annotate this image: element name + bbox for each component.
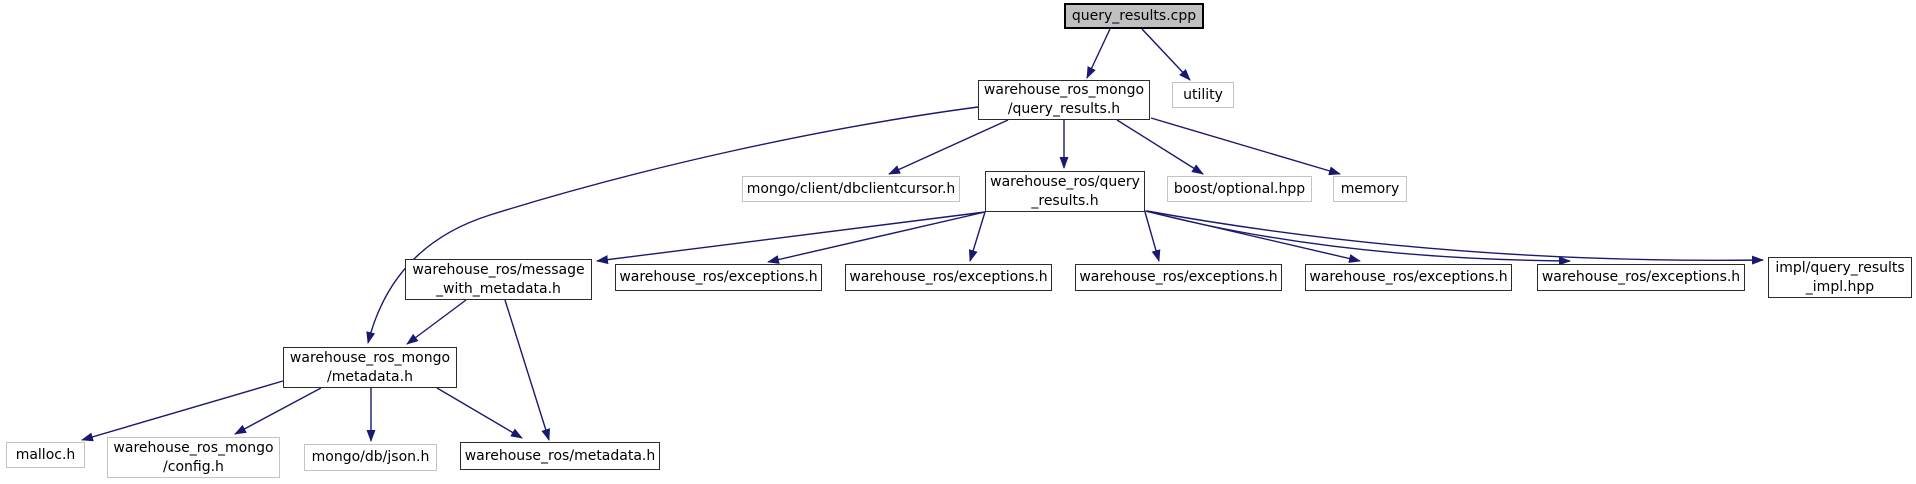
edge-wr-query-results-h-to-wr-exceptions-h-3	[1144, 211, 1161, 262]
node-wr-exceptions-h-3[interactable]: warehouse_ros/exceptions.h	[1075, 264, 1282, 291]
node-boost-optional-hpp: boost/optional.hpp	[1167, 176, 1312, 202]
node-wr-metadata-h[interactable]: warehouse_ros/metadata.h	[460, 442, 660, 470]
edge-wr-message-with-metadata-h-to-wrm-metadata-h	[406, 299, 467, 345]
edge-wrm-metadata-h-to-wrm-config-h	[234, 387, 322, 435]
edge-wrm-query-results-h-to-memory	[1150, 117, 1341, 176]
edge-wrm-metadata-h-to-wr-metadata-h	[436, 387, 523, 439]
edge-query-results-cpp-to-utility	[1141, 28, 1191, 81]
node-wrm-query-results-h[interactable]: warehouse_ros_mongo /query_results.h	[978, 80, 1150, 120]
edge-wr-query-results-h-to-wr-exceptions-h-2	[968, 211, 986, 262]
node-wr-exceptions-h-5[interactable]: warehouse_ros/exceptions.h	[1537, 264, 1745, 291]
edge-wrm-query-results-h-to-wrm-metadata-h	[366, 106, 979, 344]
node-query-results-cpp: query_results.cpp	[1064, 3, 1204, 29]
edge-wr-query-results-h-to-wr-message-with-metadata-h	[596, 211, 986, 265]
node-memory: memory	[1333, 176, 1407, 202]
edge-wr-query-results-h-to-wr-exceptions-h-5	[1145, 210, 1571, 266]
node-utility: utility	[1172, 82, 1234, 108]
edge-wr-query-results-h-to-impl-query-results-impl-hpp	[1146, 210, 1764, 265]
edge-wrm-query-results-h-to-boost-optional-hpp	[1116, 119, 1204, 175]
node-wr-exceptions-h-1[interactable]: warehouse_ros/exceptions.h	[615, 264, 822, 291]
node-wr-message-with-metadata-h[interactable]: warehouse_ros/message _with_metadata.h	[405, 259, 592, 300]
node-wrm-config-h: warehouse_ros_mongo /config.h	[107, 437, 280, 478]
edge-query-results-cpp-to-wrm-query-results-h	[1086, 28, 1111, 79]
edge-wr-message-with-metadata-h-to-wr-metadata-h	[504, 299, 550, 441]
node-wr-exceptions-h-4[interactable]: warehouse_ros/exceptions.h	[1305, 264, 1512, 291]
node-mongo-db-json-h: mongo/db/json.h	[304, 444, 437, 471]
node-impl-query-results-impl-hpp[interactable]: impl/query_results _impl.hpp	[1768, 257, 1912, 298]
node-wr-exceptions-h-2[interactable]: warehouse_ros/exceptions.h	[845, 264, 1052, 291]
edge-wrm-metadata-h-to-malloc-h	[81, 380, 284, 442]
node-malloc-h: malloc.h	[6, 442, 85, 468]
node-wrm-metadata-h[interactable]: warehouse_ros_mongo /metadata.h	[283, 347, 457, 388]
node-wr-query-results-h[interactable]: warehouse_ros/query _results.h	[985, 171, 1145, 212]
edge-wrm-query-results-h-to-mongo-dbclientcursor-h	[888, 119, 1009, 175]
node-mongo-dbclientcursor-h: mongo/client/dbclientcursor.h	[742, 176, 960, 202]
edge-wr-query-results-h-to-wr-exceptions-h-1	[767, 211, 986, 264]
